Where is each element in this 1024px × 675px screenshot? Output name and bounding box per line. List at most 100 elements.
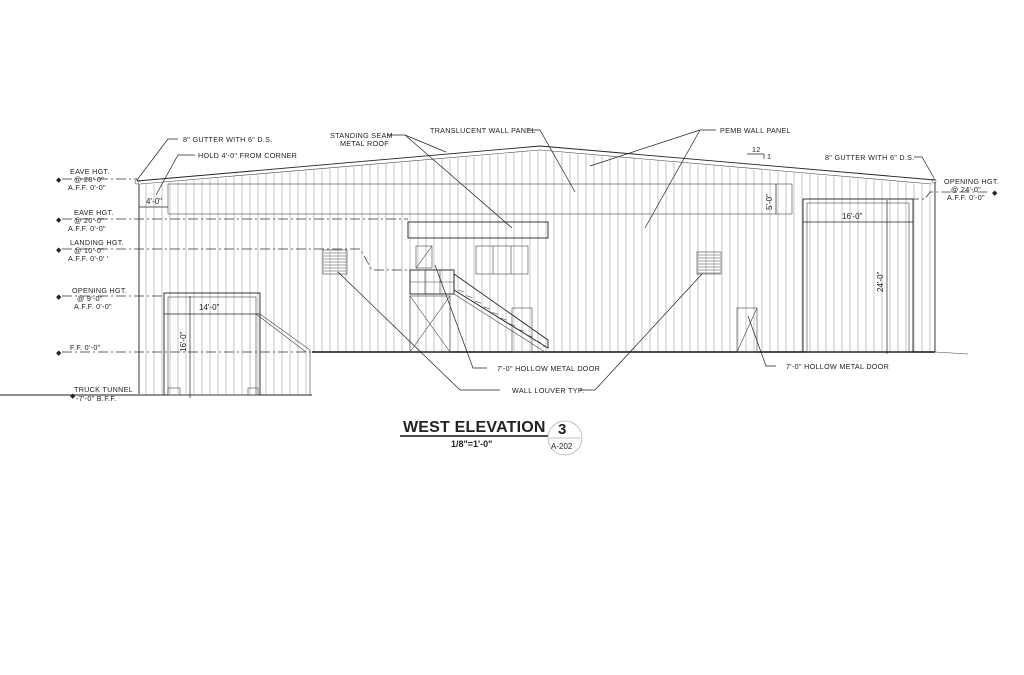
callout-gutter-left: 8" GUTTER WITH 6" D.S.	[136, 135, 273, 181]
level-label: EAVE HGT.	[74, 208, 114, 217]
tunnel-frame-inner	[167, 296, 257, 396]
level-label: @ 20'-0"	[74, 216, 104, 225]
callout-translucent-panel: TRANSLUCENT WALL PANEL	[430, 126, 576, 193]
stair-tread	[542, 345, 550, 349]
callout-text: TRANSLUCENT WALL PANEL	[430, 126, 536, 135]
callout-pemb-wall-panel: PEMB WALL PANEL	[589, 126, 791, 229]
exterior-stair	[409, 245, 550, 353]
level-marker-ff: F.F. 0'-0" ◆	[56, 343, 101, 357]
hollow-metal-door-center	[511, 307, 533, 353]
callout-door-right: 7'-0" HOLLOW METAL DOOR	[747, 315, 889, 371]
leader-line	[434, 264, 487, 369]
level-marker-opening-24: OPENING HGT. @ 24'-0" A.F.F. 0'-0" ◆	[944, 177, 999, 202]
gutter-right	[931, 178, 937, 184]
level-marker-eave-28: EAVE HGT. @ 28'-0" A.F.F. 0'-0" ◆	[56, 167, 109, 192]
building-outline	[0, 145, 969, 396]
level-label: A.F.F. 0'-0"	[74, 302, 112, 311]
level-label: A.F.F. 0'-0"	[68, 183, 106, 192]
louver-slats	[698, 254, 720, 274]
stair-tread	[483, 306, 490, 310]
stair-stringer-lower	[453, 293, 546, 353]
leader-line	[155, 154, 195, 196]
level-label: OPENING HGT.	[72, 286, 127, 295]
roof-pitch-symbol: 12 1	[747, 145, 771, 161]
callout-text: 7'-0" HOLLOW METAL DOOR	[497, 364, 600, 373]
stair-tread	[525, 334, 533, 338]
level-label: @ 24'-0"	[951, 185, 981, 194]
dim-overhead-width: 16'-0"	[842, 212, 863, 221]
louver-frame	[322, 249, 348, 275]
truck-tunnel: 14'-0" 16'-0"	[163, 292, 311, 398]
callout-text: HOLD 4'-0" FROM CORNER	[198, 151, 297, 160]
callout-text: 8" GUTTER WITH 6" D.S.	[183, 135, 273, 144]
callout-hold-corner: HOLD 4'-0" FROM CORNER	[155, 151, 297, 196]
level-label: A.F.F. 0'-0"	[68, 224, 106, 233]
level-label: A.F.F. 0'-0' '	[68, 254, 109, 263]
louver-frame	[696, 251, 722, 275]
level-marker-eave-20: EAVE HGT. @ 20'-0" A.F.F. 0'-0" ◆	[56, 208, 114, 233]
level-label: LANDING HGT.	[70, 238, 124, 247]
level-target-icon: ◆	[56, 292, 62, 301]
roof-fascia	[139, 149, 933, 185]
drawing-title: WEST ELEVATION	[403, 419, 546, 436]
stair-tread	[457, 289, 465, 293]
pitch-run: 1	[767, 152, 771, 161]
tunnel-bollard-left	[167, 387, 181, 396]
drawing-title-block: WEST ELEVATION 1/8"=1'-0" 3 A-202	[400, 419, 583, 456]
leader-line	[914, 156, 935, 179]
dim-band-height: 5'-0"	[765, 194, 774, 210]
landing-brace	[409, 295, 451, 353]
leader-line	[747, 315, 776, 367]
stair-treads	[457, 289, 550, 349]
stair-tread	[534, 340, 541, 343]
upper-door-swing	[415, 245, 433, 269]
tunnel-wingwall	[259, 313, 311, 395]
level-label: F.F. 0'-0"	[70, 343, 101, 352]
callout-text: 8" GUTTER WITH 6" D.S.	[825, 153, 915, 162]
level-label: @ 9'-0"	[77, 294, 103, 303]
leader-line	[528, 129, 576, 193]
stair-tread	[517, 328, 524, 332]
callout-text: METAL ROOF	[340, 139, 389, 148]
level-marker-landing: LANDING HGT. @ 10'-0" A.F.F. 0'-0' ' ◆	[56, 238, 124, 263]
callout-gutter-right: 8" GUTTER WITH 6" D.S.	[825, 153, 935, 179]
upper-door	[415, 245, 433, 269]
stair-tread	[474, 300, 482, 304]
overhead-door-opening: 16'-0" 24'-0"	[802, 198, 914, 354]
tunnel-bollard-right	[247, 387, 259, 396]
level-label: TRUCK TUNNEL	[74, 385, 133, 394]
leader-line	[404, 134, 513, 229]
detail-bubble	[547, 420, 583, 456]
level-label: A.F.F. 0'-0"	[947, 193, 985, 202]
level-marker-truck-tunnel: TRUCK TUNNEL -7'-0" B.F.F. ◆	[70, 385, 133, 403]
callout-standing-seam-roof: STANDING SEAM METAL ROOF	[330, 131, 513, 229]
roof-line	[136, 145, 936, 182]
level-target-icon: ◆	[70, 391, 76, 400]
level-target-icon: ◆	[56, 348, 62, 357]
leader-line	[337, 271, 500, 391]
drawing-scale: 1/8"=1'-0"	[451, 439, 492, 449]
level-label: @ 28'-0"	[74, 175, 104, 184]
level-line	[909, 191, 990, 200]
detail-number: 3	[558, 421, 566, 438]
door-swing	[736, 307, 758, 353]
canopy	[407, 221, 549, 239]
level-label: -7'-0" B.F.F.	[76, 394, 117, 403]
leader-line	[580, 273, 703, 391]
overhead-door-inner	[806, 202, 910, 353]
dim-overhead-height: 24'-0"	[876, 271, 885, 292]
level-target-icon: ◆	[992, 188, 998, 197]
wall-louver-right	[696, 251, 722, 275]
callout-text: STANDING SEAM	[330, 131, 393, 140]
sheet-reference: A-202	[551, 442, 573, 451]
callout-door-center: 7'-0" HOLLOW METAL DOOR	[434, 264, 600, 373]
translucent-wall-band	[167, 183, 793, 215]
pitch-rise: 12	[752, 145, 761, 154]
level-lines	[62, 178, 990, 353]
leader-line	[136, 138, 178, 181]
callout-text: WALL LOUVER TYP.	[512, 386, 584, 395]
dim-corner-offset: 4'-0"	[146, 197, 162, 206]
window-group	[475, 245, 529, 275]
